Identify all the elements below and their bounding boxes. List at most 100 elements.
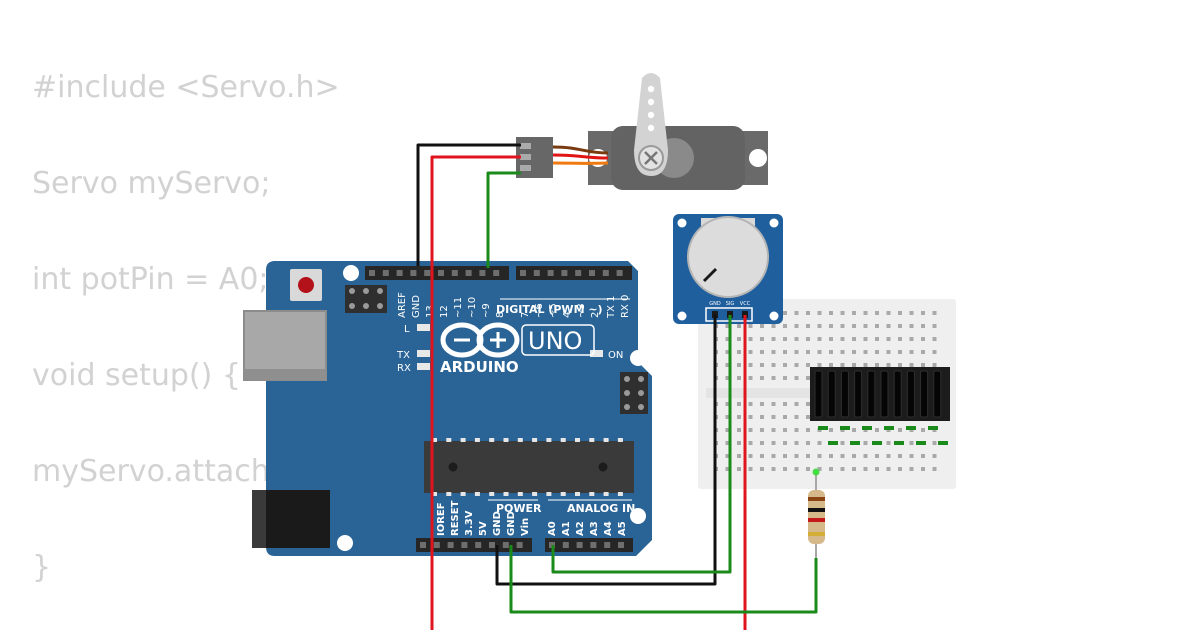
analog-pin-label: A4	[603, 521, 614, 536]
wire-servo-signal[interactable]	[486, 171, 521, 268]
digital-pin-label: ~9	[481, 303, 492, 318]
analog-pin-label: A5	[617, 521, 628, 536]
potentiometer-module[interactable]: GND SIG VCC	[673, 214, 783, 324]
wire-resistor-gnd[interactable]	[509, 545, 818, 614]
resistor-band-2	[808, 508, 825, 512]
digital-pin-label: ~5	[548, 303, 559, 318]
model-badge	[521, 324, 595, 356]
code-line-close-brace: }	[32, 550, 52, 585]
code-line-servo-decl: Servo myServo;	[32, 166, 271, 201]
power-pin-label: GND	[492, 511, 503, 536]
digital-pin-label: RX 0	[620, 295, 631, 318]
led-rx	[417, 363, 430, 370]
wire-servo-vcc[interactable]	[430, 155, 521, 630]
knob-indicator	[702, 267, 718, 283]
analog-pin-label: A1	[561, 521, 572, 536]
atmega-chip	[424, 438, 634, 496]
led-bar-legs	[818, 426, 948, 445]
wires	[416, 143, 818, 630]
servo-cable	[552, 145, 609, 165]
mount-hole-top-left	[343, 265, 359, 281]
pot-pin-label: SIG	[726, 301, 735, 307]
digital-pin-label: 12	[439, 305, 450, 318]
digital-pin-label: 4	[562, 312, 573, 318]
wire-pot-gnd[interactable]	[495, 315, 717, 586]
mount-hole-right-top	[630, 350, 646, 366]
led-l-label: L	[404, 324, 410, 335]
servo-mount-hole-right	[749, 149, 767, 167]
potentiometer-knob[interactable]	[687, 216, 769, 298]
digital-pin-label: 7	[520, 312, 531, 318]
led-on	[590, 350, 603, 357]
code-line-setup: void setup() {	[32, 358, 241, 393]
digital-pin-label: ~10	[467, 297, 478, 318]
digital-pin-label: ~11	[453, 297, 464, 318]
led-tx	[417, 350, 430, 357]
pot-pin-labels: GND SIG VCC	[709, 301, 750, 307]
reset-button-cap	[298, 277, 314, 293]
code-line-potpin: int potPin = A0;	[32, 262, 269, 297]
arduino-infinity-logo-icon	[440, 322, 520, 358]
power-pin-label: 3.3V	[464, 510, 475, 536]
dc-power-jack[interactable]	[252, 490, 330, 548]
analog-header	[545, 538, 633, 552]
led-on-label: ON	[608, 350, 623, 361]
arduino-brand-label: ARDUINO	[440, 358, 519, 376]
resistor-body	[808, 490, 825, 544]
digital-header-right	[516, 266, 632, 280]
analog-header-label: ANALOG IN	[567, 502, 635, 515]
power-pin-label: RESET	[450, 500, 461, 536]
pot-mount-hole-bl	[677, 311, 687, 321]
digital-header-left	[365, 266, 509, 280]
digital-pin-label: ~6	[534, 303, 545, 318]
digital-pin-label: GND	[411, 295, 422, 318]
led-rx-label: RX	[397, 363, 411, 374]
pot-pin-label: VCC	[740, 301, 751, 307]
led-tx-label: TX	[396, 350, 410, 361]
pot-pin-label: GND	[709, 301, 721, 307]
analog-pin-label: A0	[547, 521, 558, 536]
resistor[interactable]	[808, 468, 825, 561]
screw-cross-icon	[644, 151, 658, 165]
mount-hole-right-bottom	[630, 508, 646, 524]
power-pin-label: 5V	[478, 521, 489, 536]
code-line-include: #include <Servo.h>	[32, 70, 340, 105]
digital-pin-label: ~3	[576, 303, 587, 318]
digital-pin-label: 8	[495, 312, 506, 318]
reset-button[interactable]	[290, 269, 322, 301]
power-pin-label: GND	[506, 511, 517, 536]
resistor-band-1	[808, 497, 825, 501]
pot-mount-hole-tr	[769, 218, 779, 228]
usb-connector[interactable]	[243, 310, 327, 381]
resistor-connection-dot	[812, 468, 820, 476]
wire-servo-gnd[interactable]	[416, 143, 521, 266]
analog-pin-label: A3	[589, 521, 600, 536]
digital-pin-label: 2	[590, 312, 601, 318]
digital-pin-label: TX 1	[606, 296, 617, 320]
wire-pot-signal[interactable]	[551, 315, 732, 574]
servo-connector[interactable]	[516, 137, 553, 178]
servo-horn-holes	[647, 85, 655, 132]
power-header-label: POWER	[496, 502, 542, 515]
icsp-header-top	[345, 285, 387, 313]
led-bar-module[interactable]	[810, 367, 950, 445]
arduino-model-label: UNO	[528, 327, 582, 355]
power-pin-label: IOREF	[436, 502, 447, 536]
servo-motor[interactable]	[588, 73, 768, 190]
icsp-header-right	[620, 372, 648, 414]
digital-pin-label: AREF	[397, 292, 408, 318]
led-l	[417, 324, 430, 331]
power-header	[416, 538, 532, 552]
digital-header-label: DIGITAL (PWM ~)	[496, 303, 603, 316]
power-pin-label: Vin	[520, 518, 531, 536]
pot-mount-hole-tl	[677, 218, 687, 228]
led-bars	[814, 370, 942, 418]
resistor-band-3	[808, 518, 825, 522]
power-analog-pin-holes	[420, 542, 624, 548]
pot-mount-hole-br	[769, 311, 779, 321]
